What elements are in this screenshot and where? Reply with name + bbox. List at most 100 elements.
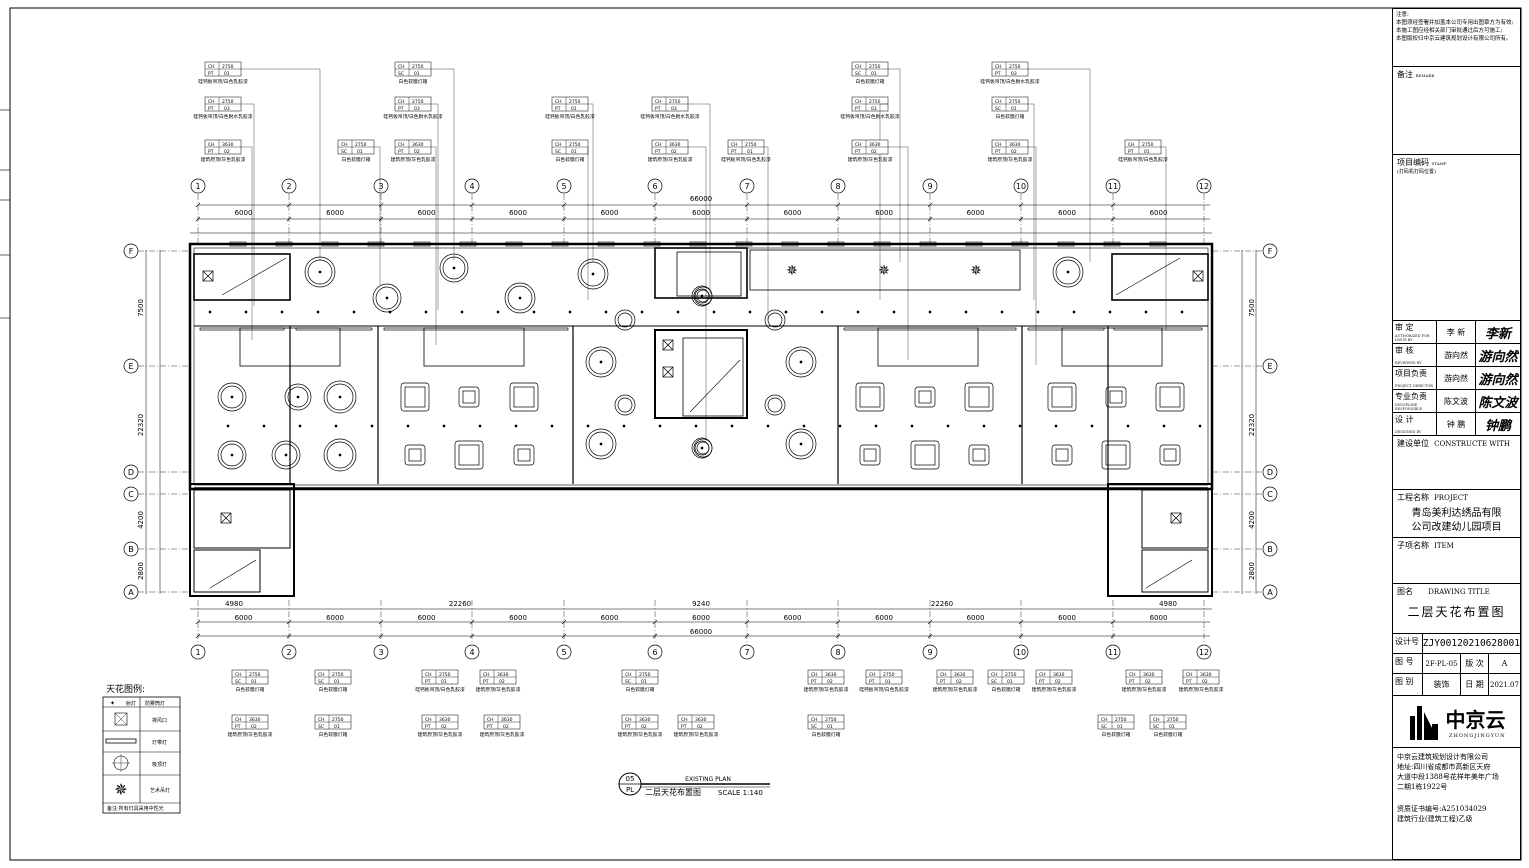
svg-text:白色软膜灯箱: 白色软膜灯箱 (556, 156, 585, 163)
svg-text:CH: CH (483, 672, 490, 678)
svg-text:2750: 2750 (869, 64, 881, 70)
svg-text:2750: 2750 (1009, 99, 1021, 105)
construct-section: 建设单位 CONSTRUCTE WITH (1393, 436, 1520, 490)
svg-text:01: 01 (571, 106, 577, 112)
ceiling-lamp (504, 282, 536, 314)
logo-pinyin: ZHONGJINGYUN (1449, 733, 1506, 739)
svg-text:PT: PT (1129, 679, 1135, 685)
svg-text:CH: CH (1128, 142, 1135, 148)
light-strip (843, 327, 1017, 331)
square-panel-lamp (404, 444, 426, 466)
round-lamp (764, 309, 786, 331)
version: A (1501, 659, 1508, 668)
category: 装饰 (1423, 674, 1461, 695)
svg-text:硅钙板吊顶/白色耐水乳胶漆: 硅钙板吊顶/白色耐水乳胶漆 (383, 113, 442, 120)
square-panel-lamp (1051, 444, 1073, 466)
axis-col-label: 9 (927, 182, 932, 191)
sheet-frame (9, 7, 1522, 861)
axis-col-label: 9 (927, 648, 932, 657)
svg-text:PT: PT (731, 149, 737, 155)
svg-text:建筑原顶/灰色乳胶漆: 建筑原顶/灰色乳胶漆 (1032, 686, 1077, 693)
square-panel-lamp (910, 440, 940, 470)
svg-text:02: 02 (697, 724, 703, 730)
svg-text:SC: SC (991, 679, 997, 685)
design-no: ZJY00120210628001 (1422, 638, 1520, 649)
svg-text:建筑原顶/灰色乳胶漆: 建筑原顶/灰色乳胶漆 (848, 156, 893, 163)
svg-text:白色软膜灯箱: 白色软膜灯箱 (812, 731, 841, 738)
axis-col-label: 1 (195, 648, 200, 657)
svg-text:3630: 3630 (412, 142, 424, 148)
exhaust-vent (1192, 270, 1204, 282)
svg-text:CH: CH (425, 717, 432, 723)
svg-text:白色软膜灯箱: 白色软膜灯箱 (992, 686, 1021, 693)
bay-dim: 6000 (784, 209, 802, 217)
svg-text:2750: 2750 (745, 142, 757, 148)
bay-dim: 6000 (326, 209, 344, 217)
bay-dim: 6000 (1150, 209, 1168, 217)
project-name-line2: 公司改建幼儿园项目 (1411, 522, 1502, 533)
svg-text:01: 01 (441, 679, 447, 685)
svg-text:建筑原顶/灰色乳胶漆: 建筑原顶/灰色乳胶漆 (648, 156, 693, 163)
svg-text:SC: SC (235, 679, 241, 685)
bay-dim: 6000 (601, 614, 619, 622)
svg-text:硅钙板吊顶/白色乳胶漆: 硅钙板吊顶/白色乳胶漆 (1118, 156, 1168, 163)
svg-text:PT: PT (1039, 679, 1045, 685)
svg-text:白色软膜灯箱: 白色软膜灯箱 (319, 686, 348, 693)
bay-dim: 6000 (326, 614, 344, 622)
round-lamp (614, 394, 636, 416)
svg-text:2750: 2750 (1005, 672, 1017, 678)
svg-text:2750: 2750 (639, 672, 651, 678)
svg-text:02: 02 (224, 149, 230, 155)
ceiling-lamp (284, 383, 312, 411)
axis-col-label: 12 (1199, 648, 1209, 657)
legend-item-3: 艺术吊灯 (150, 787, 170, 794)
axis-row-label: A (128, 588, 134, 597)
svg-text:CH: CH (208, 142, 215, 148)
axis-col-label: 7 (744, 182, 749, 191)
svg-text:2750: 2750 (1167, 717, 1179, 723)
svg-text:01: 01 (251, 679, 257, 685)
svg-text:03: 03 (671, 106, 677, 112)
svg-text:CH: CH (625, 672, 632, 678)
axis-col-label: 11 (1108, 648, 1118, 657)
svg-text:硅钙板吊顶/白色耐水乳胶漆: 硅钙板吊顶/白色耐水乳胶漆 (840, 113, 899, 120)
axis-row-label: D (128, 468, 134, 477)
bay-dim: 6000 (1150, 614, 1168, 622)
spotlight-icon: ✦ (110, 700, 115, 707)
svg-text:02: 02 (1055, 679, 1061, 685)
round-lamp (764, 394, 786, 416)
svg-text:CH: CH (731, 142, 738, 148)
bay-dim: 6000 (692, 209, 710, 217)
svg-text:3630: 3630 (501, 717, 513, 723)
svg-text:01: 01 (1011, 106, 1017, 112)
ceiling-lamp (271, 440, 301, 470)
svg-text:2750: 2750 (412, 64, 424, 70)
svg-text:CH: CH (487, 717, 494, 723)
svg-text:PT: PT (487, 724, 493, 730)
svg-text:白色软膜灯箱: 白色软膜灯箱 (319, 731, 348, 738)
svg-text:2750: 2750 (355, 142, 367, 148)
svg-text:3630: 3630 (869, 142, 881, 148)
svg-text:CH: CH (1186, 672, 1193, 678)
overall-dim-top: 66000 (690, 195, 712, 203)
svg-text:2750: 2750 (669, 99, 681, 105)
category-row: 图 别 装饰 日 期 2021.07 (1393, 674, 1520, 696)
axis-col-label: 4 (469, 648, 474, 657)
project-name-line1: 青岛美利达绣品有限 (1411, 508, 1502, 519)
svg-text:CH: CH (995, 64, 1002, 70)
svg-text:SC: SC (855, 71, 861, 77)
square-panel-lamp (859, 444, 881, 466)
